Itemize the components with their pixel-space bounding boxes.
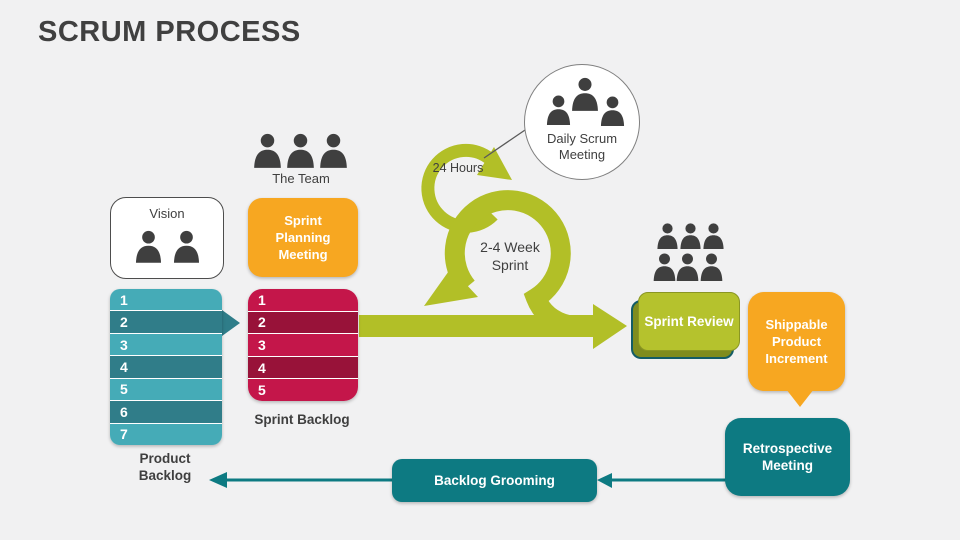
row-number: 1 bbox=[258, 291, 266, 308]
sprint-planning-box: Sprint Planning Meeting bbox=[248, 198, 358, 277]
row-number: 4 bbox=[120, 358, 128, 375]
backlog-row: 3 bbox=[248, 334, 358, 357]
row-number: 5 bbox=[258, 382, 266, 399]
sprint-backlog-stack: 1 2 3 4 5 bbox=[248, 289, 358, 401]
backlog-row: 3 bbox=[110, 333, 222, 357]
product-backlog-label: Product Backlog bbox=[138, 451, 192, 483]
row-number: 5 bbox=[120, 381, 128, 398]
shippable-bubble: Shippable Product Increment bbox=[748, 292, 845, 391]
backlog-row: 5 bbox=[110, 378, 222, 402]
backlog-row: 2 bbox=[110, 311, 222, 334]
person-icon bbox=[598, 95, 627, 126]
person-icon bbox=[284, 132, 317, 168]
row-number: 2 bbox=[258, 314, 266, 331]
backlog-row: 2 bbox=[248, 311, 358, 335]
row-number: 2 bbox=[120, 314, 128, 331]
team-label: The Team bbox=[272, 171, 330, 186]
backlog-grooming-box: Backlog Grooming bbox=[392, 459, 597, 502]
sprint-backlog-label: Sprint Backlog bbox=[254, 412, 350, 427]
bubble-tail-icon bbox=[786, 389, 814, 407]
sprint-review-label: Sprint Review bbox=[644, 314, 734, 329]
product-backlog-stack: 1 2 3 4 5 6 7 bbox=[110, 289, 222, 445]
backlog-row: 4 bbox=[248, 356, 358, 380]
person-icon bbox=[171, 229, 202, 263]
daily-scrum-label: Daily Scrum Meeting bbox=[546, 131, 618, 162]
daily-loop-label: 24 Hours bbox=[432, 161, 484, 175]
person-icon bbox=[133, 229, 164, 263]
backlog-row: 4 bbox=[110, 356, 222, 379]
slide-title: SCRUM PROCESS bbox=[38, 16, 301, 48]
retrospective-box: Retrospective Meeting bbox=[725, 418, 850, 496]
return-arrow-left bbox=[209, 472, 392, 488]
daily-scrum-circle: Daily Scrum Meeting bbox=[524, 64, 640, 180]
sprint-loop-label: 2-4 Week Sprint bbox=[480, 239, 540, 273]
person-icon bbox=[251, 132, 284, 168]
row-number: 7 bbox=[120, 426, 128, 443]
person-icon bbox=[678, 222, 703, 249]
person-icon bbox=[655, 222, 680, 249]
person-icon bbox=[674, 252, 701, 281]
row-number: 3 bbox=[120, 336, 128, 353]
person-icon bbox=[698, 252, 725, 281]
person-icon bbox=[544, 94, 573, 125]
person-icon bbox=[701, 222, 726, 249]
backlog-row: 1 bbox=[110, 289, 222, 312]
backlog-row: 5 bbox=[248, 379, 358, 401]
shippable-label: Shippable Product Increment bbox=[765, 317, 828, 366]
vision-box: Vision bbox=[110, 197, 224, 279]
backlog-row: 1 bbox=[248, 289, 358, 312]
sprint-loop-arrow-icon bbox=[359, 190, 627, 349]
person-icon bbox=[569, 76, 601, 111]
row-number: 3 bbox=[258, 336, 266, 353]
retrospective-label: Retrospective Meeting bbox=[742, 441, 833, 473]
row-number: 4 bbox=[258, 359, 266, 376]
person-icon bbox=[317, 132, 350, 168]
backlog-grooming-label: Backlog Grooming bbox=[434, 473, 555, 488]
vision-label: Vision bbox=[149, 206, 185, 221]
sprint-planning-label: Sprint Planning Meeting bbox=[275, 213, 331, 262]
backlog-row: 6 bbox=[110, 401, 222, 424]
row-number: 1 bbox=[120, 291, 128, 308]
return-arrow-right bbox=[597, 473, 726, 488]
row-number: 6 bbox=[120, 403, 128, 420]
backlog-row: 7 bbox=[110, 423, 222, 445]
daily-scrum-connector-line bbox=[483, 127, 529, 159]
backlog-pointer-icon bbox=[222, 310, 240, 336]
sprint-review-box: Sprint Review bbox=[638, 292, 740, 351]
daily-loop-arrow-icon bbox=[421, 143, 512, 233]
